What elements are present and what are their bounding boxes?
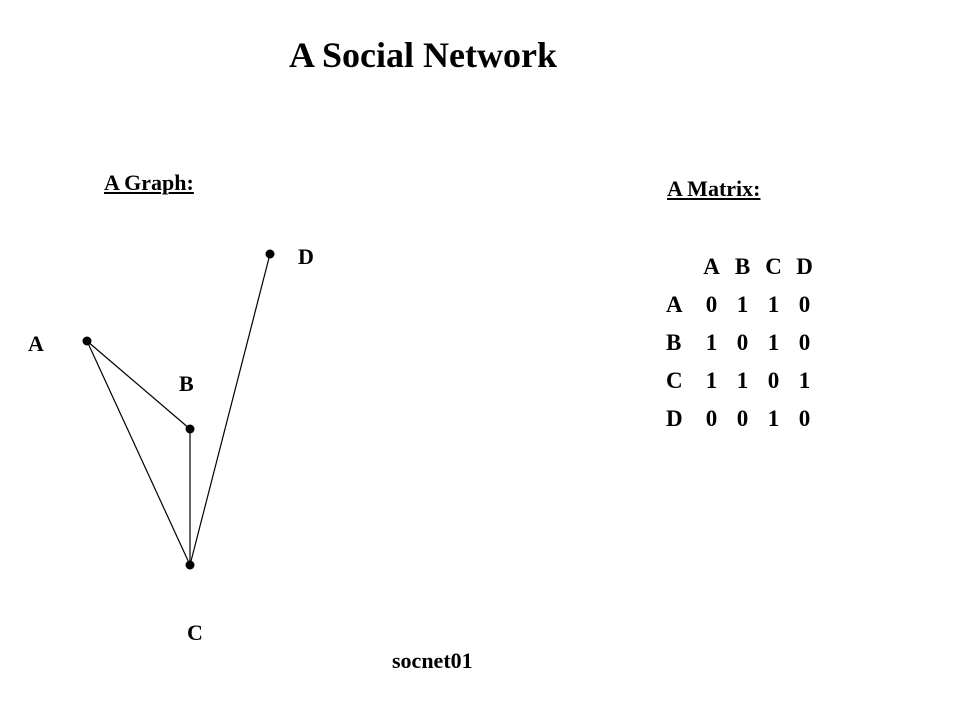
graph-labels: A B C D: [28, 244, 314, 645]
matrix-cell: 1: [767, 292, 780, 317]
matrix-cell: 0: [798, 330, 811, 355]
matrix-row: C 1 1 0 1: [666, 362, 820, 400]
matrix-col-header: C: [765, 254, 782, 279]
matrix-cell: 0: [705, 292, 718, 317]
graph-heading: A Graph:: [104, 170, 194, 195]
adjacency-matrix: A B C D A 0 1 1 0 B 1 0 1 0 C: [666, 248, 820, 438]
matrix-cell: 0: [705, 406, 718, 431]
matrix-col-header: A: [703, 254, 720, 279]
matrix-cell: 1: [798, 368, 811, 393]
node-label-B: B: [179, 371, 194, 396]
page-title: A Social Network: [289, 35, 557, 75]
matrix-cell: 1: [736, 292, 749, 317]
matrix-row-header: B: [666, 330, 682, 355]
node-label-A: A: [28, 331, 44, 356]
graph-edges: [86, 253, 271, 566]
matrix-cell: 1: [767, 330, 780, 355]
node-B: [185, 424, 195, 434]
footer-label: socnet01: [392, 648, 473, 673]
matrix-row: A 0 1 1 0: [666, 286, 820, 324]
edge-C-D: [189, 253, 271, 566]
node-label-D: D: [298, 244, 314, 269]
matrix-row: D 0 0 1 0: [666, 400, 820, 438]
node-label-C: C: [187, 620, 203, 645]
matrix-row: B 1 0 1 0: [666, 324, 820, 362]
matrix-cell: 0: [736, 330, 749, 355]
node-A: [82, 336, 92, 346]
matrix-col-header: D: [796, 254, 813, 279]
matrix-cell: 1: [736, 368, 749, 393]
node-C: [185, 560, 195, 570]
matrix-col-header: B: [734, 254, 751, 279]
graph-nodes: [82, 249, 275, 570]
matrix-cell: 1: [705, 368, 718, 393]
edge-A-B: [86, 340, 191, 430]
matrix-row-header: D: [666, 406, 683, 431]
matrix-header-row: A B C D: [666, 248, 820, 286]
node-D: [265, 249, 275, 259]
matrix-cell: 0: [767, 368, 780, 393]
matrix-cell: 1: [705, 330, 718, 355]
matrix-row-header: A: [666, 292, 683, 317]
edge-A-C: [86, 340, 191, 566]
matrix-cell: 0: [798, 406, 811, 431]
matrix-row-header: C: [666, 368, 683, 393]
matrix-cell: 0: [736, 406, 749, 431]
matrix-cell: 0: [798, 292, 811, 317]
matrix-heading: A Matrix:: [667, 176, 761, 201]
matrix-corner: [666, 248, 696, 286]
matrix-cell: 1: [767, 406, 780, 431]
